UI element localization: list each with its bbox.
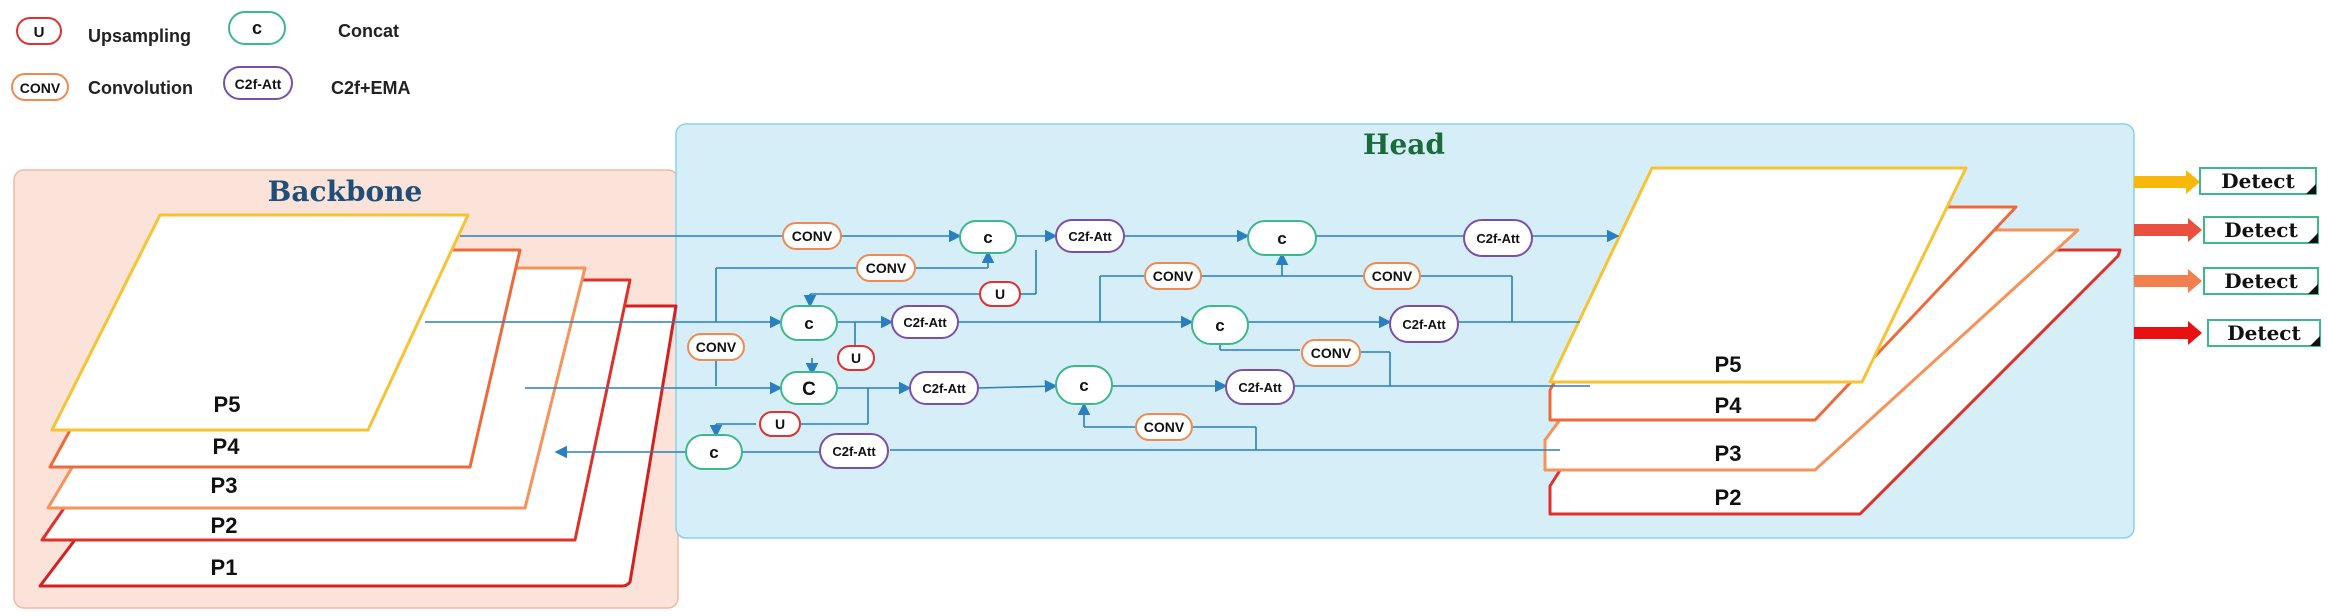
svg-text:C2f-Att: C2f-Att [1068, 229, 1112, 244]
head-layer-p3-label: P3 [1715, 441, 1742, 466]
backbone-layer-p3-label: P3 [211, 473, 238, 498]
c2f-node-6: C2f-Att [1225, 369, 1295, 405]
concat-node-7: c [685, 434, 743, 470]
detect-label-1: Detect [2221, 169, 2295, 193]
head-layer-p2-label: P2 [1715, 485, 1742, 510]
conv-node-2: CONV [856, 254, 916, 282]
upsample-node-2: U [837, 345, 875, 371]
svg-text:c: c [1079, 376, 1088, 395]
concat-node-6: c [1055, 365, 1113, 405]
svg-text:C: C [802, 379, 816, 400]
arrow-right-icon [2134, 218, 2202, 242]
c2f-node-2: C2f-Att [1463, 219, 1533, 257]
conv-node-1: CONV [782, 222, 842, 250]
backbone-layer-p5-label: P5 [214, 392, 241, 417]
legend-upsampling-label: Upsampling [88, 26, 191, 46]
conv-node-7: CONV [1135, 413, 1193, 441]
svg-text:C2f-Att: C2f-Att [922, 381, 966, 396]
arrow-right-icon [2134, 170, 2200, 194]
svg-text:c: c [804, 314, 813, 333]
concat-node-2: c [1247, 220, 1317, 256]
svg-text:c: c [1215, 316, 1224, 335]
legend-upsampling: U Upsampling [16, 17, 191, 46]
legend-c2f-ema-label: C2f+EMA [331, 78, 411, 98]
detect-label-4: Detect [2227, 321, 2301, 345]
svg-text:c: c [983, 228, 992, 247]
c2f-node-7: C2f-Att [819, 433, 889, 469]
svg-text:c: c [1277, 229, 1286, 248]
svg-text:C2f-Att: C2f-Att [832, 444, 876, 459]
c2f-node-3: C2f-Att [891, 305, 959, 339]
backbone-layers: P1 P2 P3 P4 P5 [38, 213, 678, 588]
concat-node-1: c [959, 220, 1017, 254]
legend-convolution-symbol: CONV [20, 80, 61, 96]
arrow-right-icon [2134, 269, 2202, 293]
detect-outputs: Detect Detect Detect Detect [2134, 167, 2321, 347]
detect-label-2: Detect [2224, 218, 2298, 242]
nodes: CONV CONV CONV CONV CONV CONV CONV [685, 219, 1533, 470]
c2f-node-4: C2f-Att [1389, 305, 1459, 343]
backbone-layer-p1-label: P1 [211, 555, 238, 580]
legend-upsampling-symbol: U [34, 24, 45, 41]
backbone-layer-p4-label: P4 [213, 434, 241, 459]
detect-output-1: Detect [2134, 167, 2317, 195]
svg-text:CONV: CONV [1144, 419, 1185, 435]
head-title: Head [1363, 128, 1445, 161]
detect-label-3: Detect [2224, 269, 2298, 293]
conv-node-4: CONV [1144, 262, 1202, 290]
svg-text:CONV: CONV [696, 339, 737, 355]
upsample-node-1: U [979, 281, 1021, 307]
legend-concat: c Concat [228, 11, 399, 45]
svg-text:C2f-Att: C2f-Att [1238, 380, 1282, 395]
svg-text:U: U [775, 416, 785, 432]
concat-node-4: c [1191, 305, 1249, 345]
legend-convolution-label: Convolution [88, 78, 193, 98]
svg-text:CONV: CONV [1311, 345, 1352, 361]
detect-output-2: Detect [2134, 216, 2319, 244]
legend-convolution: CONV Convolution [11, 73, 193, 101]
svg-text:C2f-Att: C2f-Att [1402, 317, 1446, 332]
svg-text:CONV: CONV [1372, 268, 1413, 284]
arrow-right-icon [2134, 321, 2202, 345]
head-layer-p5-label: P5 [1715, 352, 1742, 377]
backbone-title: Backbone [268, 175, 423, 208]
legend-c2f-ema-symbol: C2f-Att [235, 76, 282, 92]
svg-text:CONV: CONV [866, 260, 907, 276]
conv-node-3: CONV [687, 333, 745, 361]
concat-node-3: c [780, 305, 838, 341]
legend-c2f-ema: C2f-Att C2f+EMA [223, 66, 411, 100]
upsample-node-3: U [759, 411, 801, 437]
head-layer-p5: P5 [1548, 166, 1968, 384]
detect-output-4: Detect [2134, 319, 2321, 347]
svg-text:CONV: CONV [792, 228, 833, 244]
legend-concat-symbol: c [252, 18, 262, 38]
backbone-layer-p5: P5 [50, 213, 470, 432]
legend-concat-label: Concat [338, 21, 399, 41]
conv-node-5: CONV [1363, 262, 1421, 290]
svg-text:C2f-Att: C2f-Att [1476, 231, 1520, 246]
svg-text:C2f-Att: C2f-Att [903, 315, 947, 330]
svg-text:U: U [851, 350, 861, 366]
svg-text:CONV: CONV [1153, 268, 1194, 284]
svg-text:U: U [995, 286, 1005, 302]
c2f-node-5: C2f-Att [909, 371, 979, 405]
backbone-layer-p2-label: P2 [211, 513, 238, 538]
conv-node-6: CONV [1301, 339, 1361, 367]
svg-text:c: c [709, 443, 718, 462]
concat-node-5: C [780, 371, 838, 405]
head-layer-p4-label: P4 [1715, 393, 1743, 418]
legend: U Upsampling c Concat CONV Convolution C… [11, 11, 411, 101]
head-layers: P2 P3 P4 P5 [1543, 166, 2122, 516]
connections [425, 229, 1620, 459]
detect-output-3: Detect [2134, 267, 2319, 295]
c2f-node-1: C2f-Att [1055, 219, 1125, 253]
